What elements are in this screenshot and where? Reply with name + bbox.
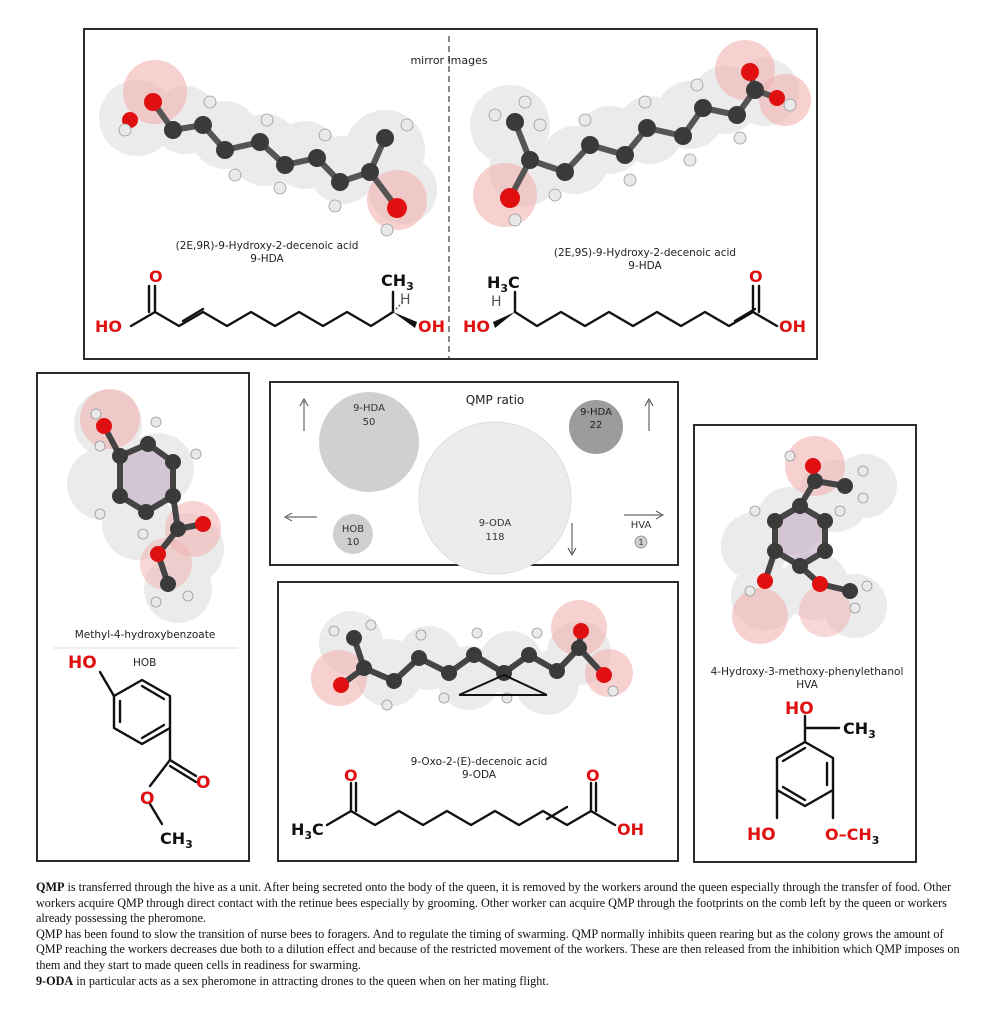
hva-skeletal-formula [775,714,841,820]
hob-skeletal-formula [98,670,198,826]
hva-drawing: 4-Hydroxy-3-methoxy-phenylethanol HVA HO… [711,436,904,847]
bubble-hob-10-name: HOB [342,524,364,535]
hob-o2-label: O [140,789,154,809]
right-h-label: H [491,294,502,310]
right-skeletal-formula [513,284,779,328]
right-oh-label: OH [779,317,806,336]
hda-mirror-panel: mirror images [83,28,818,360]
bubble-oda-118-name: 9-ODA [479,518,512,529]
left-ho-label: HO [95,317,122,336]
oda-o2-label: O [586,766,600,785]
oda-oh-label: OH [617,820,644,839]
right-3d-molecule [470,40,811,227]
hob-ch3-label: CH3 [160,829,193,851]
left-3d-molecule [99,60,437,237]
bubble-hda-50-value: 50 [363,417,376,428]
right-ho-label: HO [463,317,490,336]
bubble-hva-1-value: 1 [638,538,643,547]
oda-panel: 9-Oxo-2-(E)-decenoic acid 9-ODA O O H3C … [277,581,679,862]
oda-bold-term: 9-ODA [36,973,74,988]
description-paragraph-3: 9-ODA in particular acts as a sex pherom… [36,973,549,988]
hob-ho-label: HO [68,653,97,673]
description-paragraph-2: QMP has been found to slow the transitio… [36,926,960,972]
hob-o1-label: O [196,773,210,793]
left-o-label: O [149,267,163,286]
left-h-label: H [400,292,411,308]
oda-caption: 9-Oxo-2-(E)-decenoic acid [411,756,548,768]
hva-och3-label: O–CH3 [825,825,879,847]
bubble-oda-118-value: 118 [485,532,504,543]
hda-mirror-drawing: mirror images [95,36,811,358]
bubble-hva-1 [634,535,648,549]
left-caption: (2E,9R)-9-Hydroxy-2-decenoic acid [176,240,359,252]
oda-skeletal-formula [325,781,617,827]
qmp-title: QMP ratio [466,393,525,407]
bubble-hda-50 [319,392,419,492]
qmp-ratio-diagram: QMP ratio 9-HDA 50 9-HDA 22 9-ODA 118 HO… [283,392,665,575]
oda-abbrev: 9-ODA [462,769,497,781]
hva-abbrev: HVA [796,679,818,691]
bubble-hda-22-value: 22 [590,420,603,431]
qmp-trend-arrows [283,397,665,557]
hva-caption: 4-Hydroxy-3-methoxy-phenylethanol [711,666,904,678]
qmp-ratio-panel: QMP ratio 9-HDA 50 9-HDA 22 9-ODA 118 HO… [269,381,679,575]
bubble-hob-10-value: 10 [347,537,360,548]
bubble-oda-118 [418,421,572,575]
right-o-label: O [749,267,763,286]
description-text: QMP is transferred through the hive as a… [36,880,966,989]
left-ch3-label: CH3 [381,271,414,293]
left-abbrev: 9-HDA [250,253,284,265]
description-paragraph-1: QMP is transferred through the hive as a… [36,880,952,926]
bubble-hda-22 [569,400,623,454]
hva-ho-top-label: HO [785,699,814,719]
hob-caption: Methyl-4-hydroxybenzoate [75,629,216,641]
hva-ho-bottom-label: HO [747,825,776,845]
right-abbrev: 9-HDA [628,260,662,272]
qmp-bold-term: QMP [36,880,65,894]
hva-panel: 4-Hydroxy-3-methoxy-phenylethanol HVA HO… [693,424,917,863]
oda-o1-label: O [344,766,358,785]
hob-drawing: Methyl-4-hydroxybenzoate HOB HO O O CH3 [53,389,238,851]
bubble-hva-1-name: HVA [631,520,652,531]
mirror-label: mirror images [410,54,487,67]
bubble-hda-50-name: 9-HDA [353,403,385,414]
oda-h3c-label: H3C [291,820,324,842]
oda-drawing: 9-Oxo-2-(E)-decenoic acid 9-ODA O O H3C … [291,600,644,842]
hva-ch3-top-label: CH3 [843,719,876,741]
left-skeletal-formula [129,284,395,328]
hob-panel: Methyl-4-hydroxybenzoate HOB HO O O CH3 [36,372,250,862]
left-oh-label: OH [418,317,445,336]
bubble-hob-10 [333,514,373,554]
hob-abbrev: HOB [133,657,156,669]
right-caption: (2E,9S)-9-Hydroxy-2-decenoic acid [554,247,736,259]
right-h3c-label: H3C [487,273,520,295]
bubble-hda-22-name: 9-HDA [580,407,612,418]
